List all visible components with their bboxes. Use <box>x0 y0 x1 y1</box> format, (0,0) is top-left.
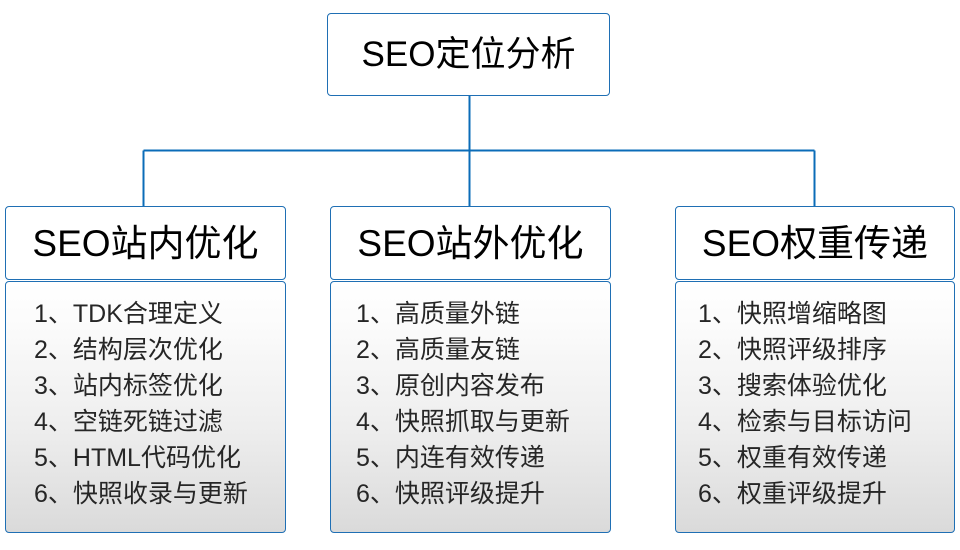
branch-header-label: SEO权重传递 <box>701 222 929 264</box>
branch-list-inner: 1、TDK合理定义 2、结构层次优化 3、站内标签优化 4、空链死链过滤 5、H… <box>6 296 248 512</box>
list-item: 1、快照增缩略图 <box>698 300 887 328</box>
branch-list-seo-weight-transfer: 1、快照增缩略图 2、快照评级排序 3、搜索体验优化 4、检索与目标访问 5、权… <box>675 281 955 533</box>
list-item: 2、结构层次优化 <box>34 336 223 364</box>
branch-header-seo-off-site[interactable]: SEO站外优化 <box>330 206 611 280</box>
list-item: 3、原创内容发布 <box>356 372 545 400</box>
list-item: 1、TDK合理定义 <box>34 300 223 328</box>
list-item: 6、快照收录与更新 <box>34 480 248 508</box>
branch-list-seo-on-site: 1、TDK合理定义 2、结构层次优化 3、站内标签优化 4、空链死链过滤 5、H… <box>5 281 286 533</box>
list-item: 4、空链死链过滤 <box>34 408 223 436</box>
list-item: 2、快照评级排序 <box>698 336 887 364</box>
branch-column-seo-off-site: SEO站外优化 1、高质量外链 2、高质量友链 3、原创内容发布 4、快照抓取与… <box>330 206 611 533</box>
list-item: 4、快照抓取与更新 <box>356 408 570 436</box>
root-node-label: SEO定位分析 <box>361 35 576 74</box>
branch-header-seo-on-site[interactable]: SEO站内优化 <box>5 206 286 280</box>
branch-list-seo-off-site: 1、高质量外链 2、高质量友链 3、原创内容发布 4、快照抓取与更新 5、内连有… <box>330 281 611 533</box>
branch-list-inner: 1、快照增缩略图 2、快照评级排序 3、搜索体验优化 4、检索与目标访问 5、权… <box>676 296 912 512</box>
root-node[interactable]: SEO定位分析 <box>327 13 610 96</box>
branch-header-label: SEO站外优化 <box>357 222 584 264</box>
list-item: 5、内连有效传递 <box>356 444 545 472</box>
list-item: 5、权重有效传递 <box>698 444 887 472</box>
list-item: 4、检索与目标访问 <box>698 408 912 436</box>
branch-header-label: SEO站内优化 <box>32 222 259 264</box>
list-item: 3、搜索体验优化 <box>698 372 887 400</box>
list-item: 2、高质量友链 <box>356 336 520 364</box>
list-item: 5、HTML代码优化 <box>34 444 241 472</box>
branch-list-inner: 1、高质量外链 2、高质量友链 3、原创内容发布 4、快照抓取与更新 5、内连有… <box>331 296 570 512</box>
branch-column-seo-weight-transfer: SEO权重传递 1、快照增缩略图 2、快照评级排序 3、搜索体验优化 4、检索与… <box>675 206 955 533</box>
list-item: 3、站内标签优化 <box>34 372 223 400</box>
list-item: 1、高质量外链 <box>356 300 520 328</box>
branch-column-seo-on-site: SEO站内优化 1、TDK合理定义 2、结构层次优化 3、站内标签优化 4、空链… <box>5 206 286 533</box>
list-item: 6、权重评级提升 <box>698 480 887 508</box>
list-item: 6、快照评级提升 <box>356 480 545 508</box>
branch-header-seo-weight-transfer[interactable]: SEO权重传递 <box>675 206 955 280</box>
